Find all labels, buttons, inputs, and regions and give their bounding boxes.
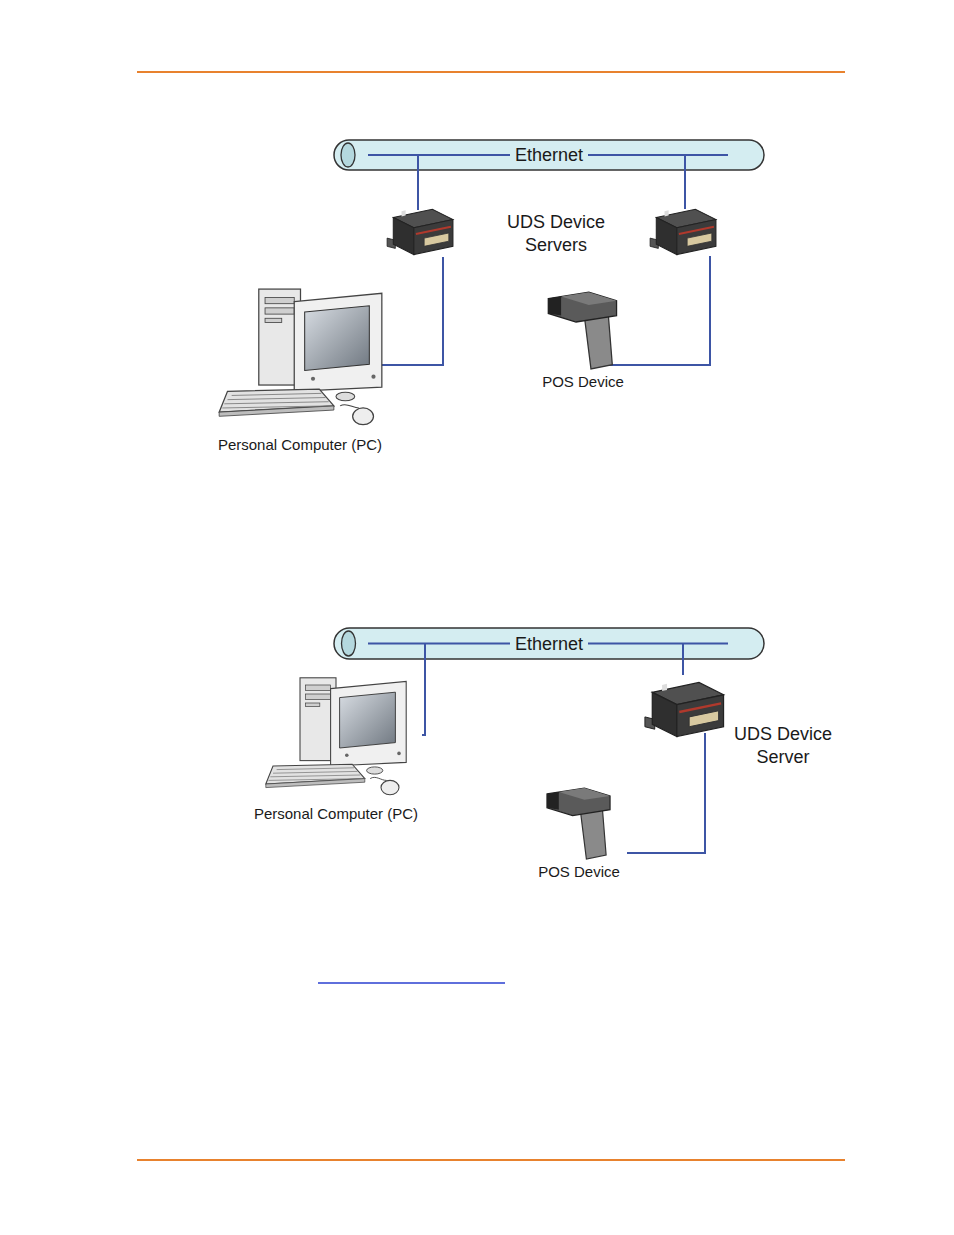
personal-computer: Personal Computer (PC) [214,287,386,456]
footer-rule [137,1159,845,1161]
network-wire [627,790,705,853]
ethernet-bus: Ethernet [333,627,765,660]
pc-illustration [217,287,384,433]
bus-label: Ethernet [510,633,588,655]
pos-scanner: POS Device [531,786,627,886]
device-server-icon [650,209,716,254]
device-server: UDS Device Server [638,675,845,790]
bus-label: Ethernet [510,144,588,166]
pc-illustration [264,676,408,802]
bus-label-holder: Ethernet [333,627,765,660]
network-wire [682,660,684,675]
device-server-icon [387,209,453,254]
device-label: POS Device [542,372,624,391]
device-label: Personal Computer (PC) [218,435,382,454]
scanner-illustration [546,290,621,370]
serial-wires [337,171,710,365]
scanner-illustration [545,786,614,860]
device-label: Personal Computer (PC) [254,804,418,823]
device-label: POS Device [538,862,620,881]
header-rule [137,71,845,73]
server-illustration [640,675,726,749]
personal-computer: Personal Computer (PC) [250,676,422,825]
bus-label-holder: Ethernet [333,139,765,171]
pos-scanner: POS Device [535,290,631,398]
device-server-label: UDS Device Server [722,723,844,769]
group-label: UDS Device Servers [491,211,621,257]
ethernet-bus: Ethernet [333,139,765,171]
hyperlink-underline [318,982,505,984]
network-wire [422,660,425,735]
